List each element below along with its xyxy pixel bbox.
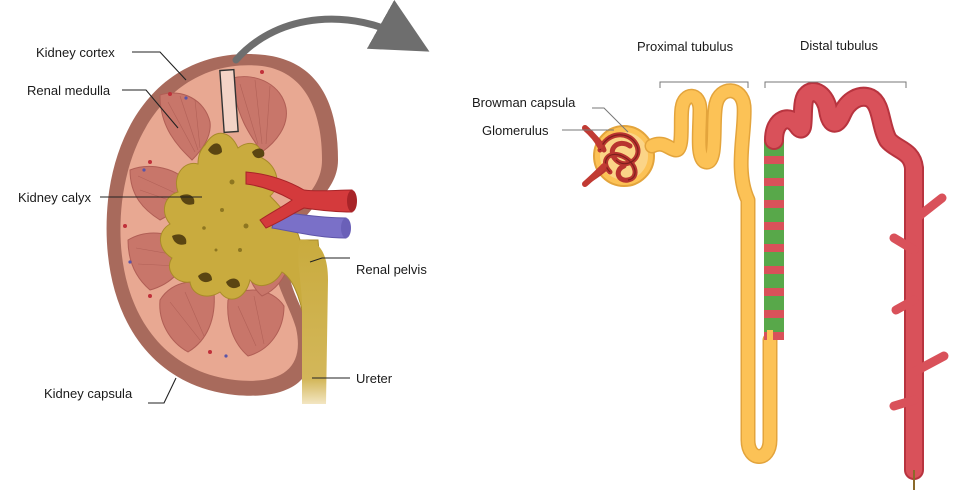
label-kidney-capsula: Kidney capsula [44, 386, 133, 401]
label-kidney-calyx: Kidney calyx [18, 190, 91, 205]
label-ureter: Ureter [356, 371, 393, 386]
bracket-proximal [659, 81, 749, 88]
leader-renal-pelvis [309, 257, 350, 263]
leader-kidney-cortex [132, 51, 187, 81]
label-distal-tubulus: Distal tubulus [800, 38, 879, 53]
label-renal-medulla: Renal medulla [27, 83, 111, 98]
calyx-speckles [202, 179, 249, 252]
kidney-illustration [106, 53, 357, 404]
label-renal-pelvis: Renal pelvis [356, 262, 427, 277]
collecting-duct-branches [889, 193, 949, 411]
bracket-distal [764, 81, 907, 88]
ascending-limb-striped [764, 140, 784, 340]
cortex-sample-box [219, 68, 239, 134]
leader-renal-medulla [122, 89, 179, 129]
zoom-arrow [232, 0, 430, 64]
leader-browman-capsula [592, 107, 629, 133]
label-kidney-cortex: Kidney cortex [36, 45, 115, 60]
leader-kidney-capsula [148, 377, 177, 404]
nephron-labels: Proximal tubulus Distal tubulus Browman … [472, 38, 907, 138]
ureter-shape [298, 239, 328, 404]
kidney-calyx-shape [160, 132, 323, 321]
kidney-labels: Kidney cortex Renal medulla Kidney calyx… [18, 45, 427, 404]
nephron-illustration [582, 82, 949, 490]
label-glomerulus: Glomerulus [482, 123, 549, 138]
renal-artery-shape [245, 171, 353, 229]
label-proximal-tubulus: Proximal tubulus [637, 39, 734, 54]
cortex-vessel-dots [123, 70, 264, 358]
renal-pyramids [127, 76, 291, 357]
label-browman-capsula: Browman capsula [472, 95, 576, 110]
